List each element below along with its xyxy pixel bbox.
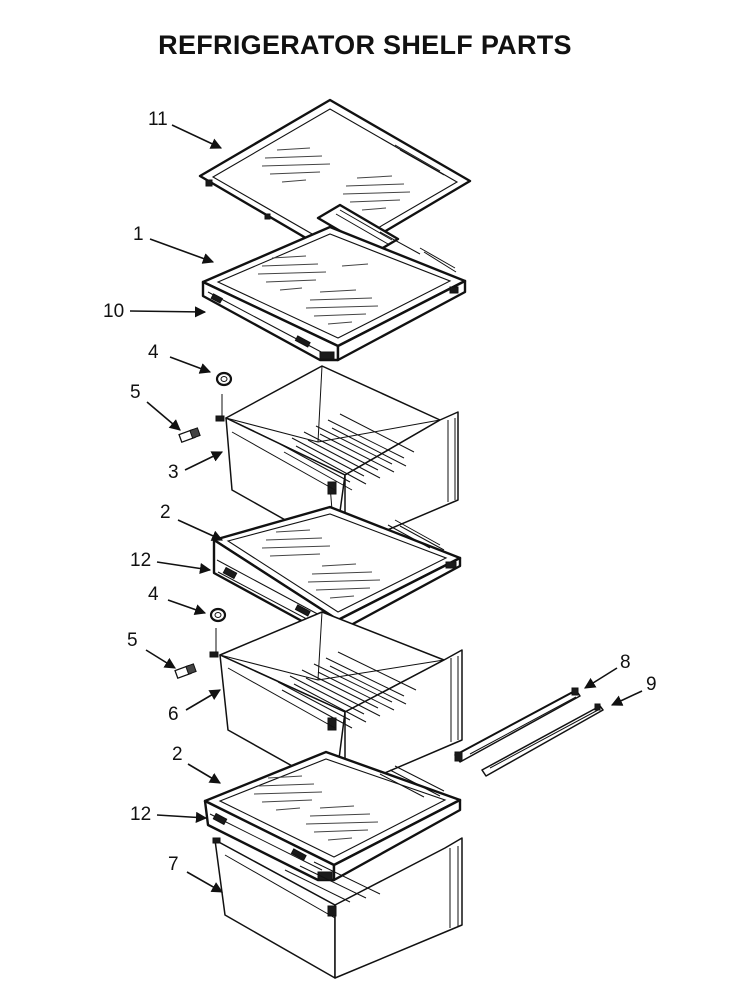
- callout-8: 8: [620, 652, 631, 673]
- glass-hatch: [253, 775, 379, 841]
- callout-7: 7: [168, 854, 179, 875]
- part-2-shelf-upper: [212, 505, 462, 634]
- part-4-wheel-lower: [209, 607, 227, 623]
- part-2-shelf-lower: [203, 750, 462, 882]
- callout-5-upper: 5: [130, 382, 141, 403]
- callout-6: 6: [168, 704, 179, 725]
- callout-10: 10: [103, 301, 124, 322]
- callout-12-lower: 12: [130, 804, 151, 825]
- glass-hatch: [261, 147, 411, 211]
- callout-1: 1: [133, 224, 144, 245]
- part-5-screw-upper: [178, 427, 201, 443]
- callouts: 11 1 10 4 5 3 2 12 4 5 6 8 9 2 12 7: [103, 109, 657, 893]
- glass-hatch: [257, 255, 379, 325]
- part-11-shelf: [198, 98, 472, 260]
- callout-2-upper: 2: [160, 502, 171, 523]
- part-3-bin: [225, 365, 459, 549]
- page-title: REFRIGERATOR SHELF PARTS: [158, 30, 572, 60]
- part-9-rail: [481, 703, 604, 777]
- part-8-rail: [454, 687, 581, 763]
- callout-3: 3: [168, 462, 179, 483]
- callout-4-lower: 4: [148, 584, 159, 605]
- callout-4-upper: 4: [148, 342, 159, 363]
- part-1-shelf: [201, 225, 467, 362]
- glass-hatch: [261, 529, 381, 599]
- callout-9: 9: [646, 674, 657, 695]
- callout-12-upper: 12: [130, 550, 151, 571]
- callout-11: 11: [148, 109, 168, 130]
- part-4-wheel-upper: [215, 371, 233, 387]
- part-5-screw-lower: [174, 663, 197, 679]
- callout-5-lower: 5: [127, 630, 138, 651]
- callout-2-lower: 2: [172, 744, 183, 765]
